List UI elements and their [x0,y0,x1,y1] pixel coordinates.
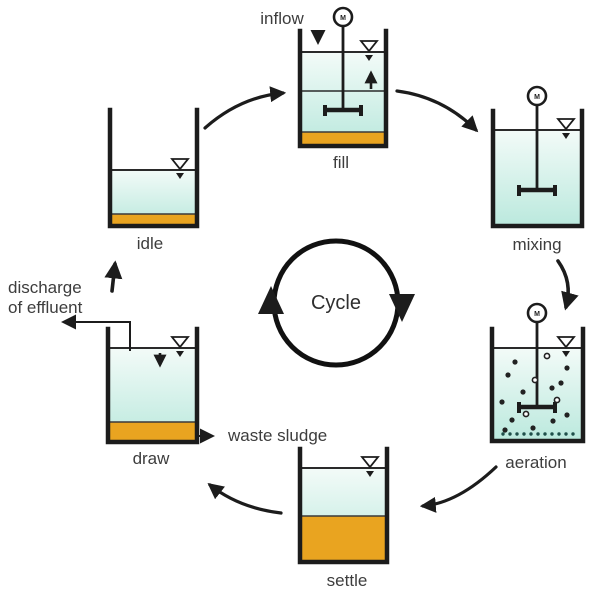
tank-draw [61,314,215,445]
fill-tank-walls [297,28,389,149]
arrow-idle-to-fill [203,86,287,130]
label-idle: idle [137,234,163,253]
settle-sludge-layer [302,516,385,560]
idle-sludge-layer [112,214,195,224]
label-fill: fill [333,153,349,172]
label-settle: settle [327,571,368,590]
mixing-motor-label: M [534,94,540,101]
idle-tank-walls [107,107,200,229]
arrow-settle-to-draw [207,483,283,515]
tank-fill: M [297,6,389,149]
aeration-diffuser-icon [501,432,575,436]
fill-sludge-layer [302,132,384,144]
aeration-tank-walls [489,326,586,444]
tank-mixing: M [490,85,585,229]
arrow-aeration-to-settle [419,465,498,513]
label-waste-sludge: waste sludge [227,426,327,445]
aeration-bubbles [499,352,570,433]
fill-motor-icon [332,6,354,28]
fill-motor-label: M [340,15,346,22]
label-aeration: aeration [505,453,566,472]
tank-idle [107,107,200,229]
idle-water-level-icon [170,158,190,179]
cycle-loop-icon [258,238,415,368]
cycle-arrowhead-left [258,286,284,314]
label-discharge-line1: discharge [8,278,82,297]
mixing-tank-walls [490,108,585,229]
mixing-water-level-icon [556,118,576,139]
discharge-pipe-arrow [61,314,131,351]
aeration-motor-label: M [534,311,540,318]
draw-water-level-icon [170,336,190,357]
arrow-mixing-to-aeration [556,259,579,311]
label-mixing: mixing [512,235,561,254]
aeration-water-level-icon [556,336,576,357]
arrow-draw-to-idle [104,260,123,293]
mixing-motor-icon [526,85,548,107]
settle-tank-walls [297,446,390,565]
tank-settle [297,446,390,565]
label-inflow: inflow [260,9,304,28]
tank-aeration: M [489,302,586,444]
label-discharge-line2: of effluent [8,298,83,317]
label-cycle: Cycle [311,292,361,314]
settle-water-level-icon [360,456,380,477]
arrow-fill-to-mixing [395,89,479,133]
cycle-arrowhead-right [389,294,415,322]
fill-water-level-icon [359,40,379,61]
draw-tank-walls [105,326,200,445]
aeration-motor-icon [526,302,548,324]
draw-sludge-layer [110,422,195,440]
label-draw: draw [133,449,171,468]
